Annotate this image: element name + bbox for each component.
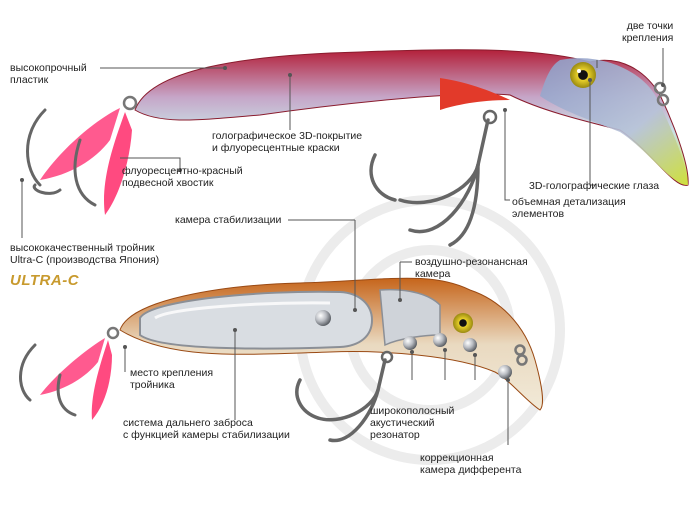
- bottom-belly-hook: [295, 350, 394, 443]
- label-eyes: 3D-голографические глаза: [529, 180, 660, 192]
- ultra-c-logo: ULTRA-C: [10, 272, 80, 289]
- label-detail: объемная детализация элементов: [512, 196, 626, 220]
- bottom-tail-hook: [19, 343, 77, 417]
- resonator-ball-3: [463, 338, 477, 352]
- label-stab-chamber: камера стабилизации: [175, 214, 282, 226]
- stabilization-chamber: [139, 290, 374, 350]
- attach-ring-1: [653, 81, 667, 95]
- leader-dots: [20, 66, 665, 382]
- label-casting: система дальнего заброса с функцией каме…: [123, 417, 290, 441]
- resonator-ball-2: [433, 333, 447, 347]
- label-hook-mount: место крепления тройника: [130, 367, 214, 391]
- attach-ring-2: [656, 93, 670, 107]
- label-trim: коррекционная камера дифферента: [420, 452, 522, 476]
- top-tail-hook: [26, 108, 97, 207]
- air-resonance-chamber: [379, 288, 441, 347]
- top-lure: [122, 49, 689, 186]
- stabilization-ball: [315, 310, 331, 326]
- label-holo-coating: голографическое 3D-покрытие и флуоресцен…: [212, 130, 363, 154]
- trim-ball: [498, 365, 512, 379]
- top-lure-head: [540, 58, 688, 186]
- bottom-lure: [106, 277, 543, 411]
- top-belly-hook: [369, 109, 498, 247]
- bottom-tail-feather: [40, 338, 112, 420]
- top-lure-fin: [440, 78, 510, 110]
- resonator-ball-1: [403, 336, 417, 350]
- label-hook: высококачественный тройник Ultra-C (прои…: [10, 242, 160, 266]
- leader-lines: [21, 48, 664, 445]
- label-tail: флуоресцентно-красный подвесной хвостик: [122, 165, 243, 189]
- label-air-chamber: воздушно-резонансная камера: [415, 256, 528, 280]
- label-plastic: высокопрочный пластик: [10, 62, 87, 86]
- label-resonator: широкополосный акустический резонатор: [370, 405, 455, 441]
- label-attach-points: две точки крепления: [622, 20, 674, 44]
